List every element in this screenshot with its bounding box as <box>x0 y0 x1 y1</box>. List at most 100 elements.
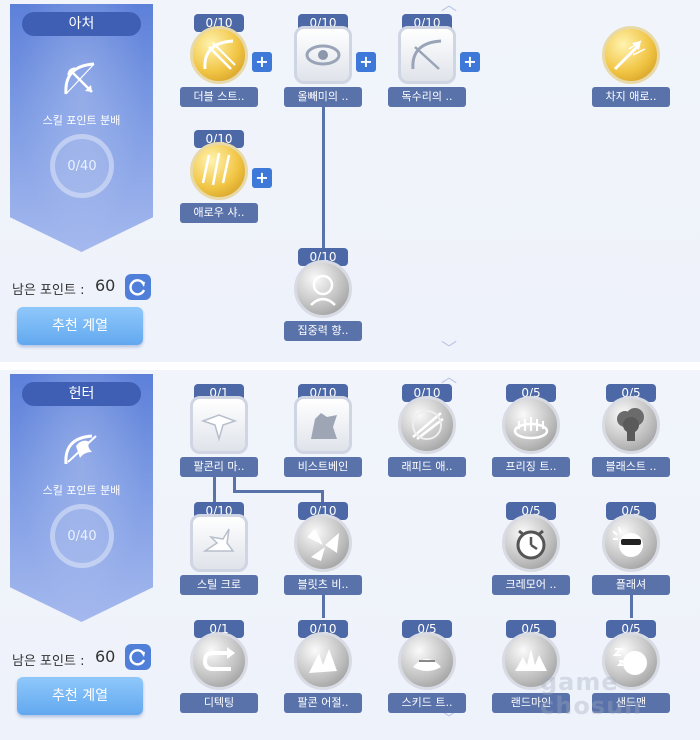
skill-concentration[interactable]: 0/10 집중력 향.. <box>278 248 368 348</box>
skill-connector <box>630 582 633 618</box>
skill-connector <box>321 490 324 504</box>
job-title: 아처 <box>22 12 141 36</box>
skill-arrow-shower[interactable]: 0/10 애로우 샤.. + <box>174 130 272 230</box>
add-point-button[interactable]: + <box>252 168 272 188</box>
skill-connector <box>322 582 325 618</box>
skill-name: 블릿츠 비.. <box>284 575 362 595</box>
skill-name: 프리징 트.. <box>492 457 570 477</box>
skill-freezing-trap[interactable]: 0/5 프리징 트.. <box>486 384 576 484</box>
detecting-icon <box>190 632 248 690</box>
scroll-up-icon[interactable]: ︿ <box>440 370 457 386</box>
skill-charge-arrow[interactable]: 차지 애로.. <box>586 14 676 114</box>
skill-connector <box>233 464 236 492</box>
scroll-down-icon[interactable]: ﹀ <box>440 709 457 728</box>
flasher-icon <box>602 514 660 572</box>
skill-eagle-eye[interactable]: 0/10 독수리의 .. + <box>382 14 480 114</box>
falcon-assault-icon <box>294 632 352 690</box>
falconry-icon <box>190 396 248 454</box>
skill-skid-trap[interactable]: 0/5 스키드 트.. <box>382 620 472 720</box>
beast-bane-icon <box>294 396 352 454</box>
skill-name: 더블 스트.. <box>180 87 258 107</box>
points-ring: 0/40 <box>50 504 114 568</box>
skill-rapid-arrow[interactable]: 0/10 래피드 애.. <box>382 384 472 484</box>
steel-crow-icon <box>190 514 248 572</box>
refresh-icon <box>129 649 146 666</box>
add-point-button[interactable]: + <box>356 52 376 72</box>
blitz-beat-icon <box>294 514 352 572</box>
skill-connector <box>233 490 323 493</box>
skill-name: 랜드마인 <box>492 693 570 713</box>
job-title: 헌터 <box>22 382 141 406</box>
sandman-icon <box>602 632 660 690</box>
panel-divider <box>0 362 700 370</box>
skill-sandman[interactable]: 0/5 샌드맨 <box>586 620 676 720</box>
skill-claymore[interactable]: 0/5 크레모어 .. <box>486 502 576 602</box>
points-used: 0/40 <box>67 159 97 174</box>
points-ring: 0/40 <box>50 134 114 198</box>
skill-falcon-assault[interactable]: 0/10 팔콘 어절.. <box>278 620 368 720</box>
add-point-button[interactable]: + <box>252 52 272 72</box>
skill-land-mine[interactable]: 0/5 랜드마인 <box>486 620 576 720</box>
arrow-shower-icon <box>190 142 248 200</box>
watermark: game chosun <box>540 668 643 720</box>
refresh-icon <box>129 279 146 296</box>
archer-panel: ︿ ﹀ 아처 스킬 포인트 분배 0/40 남은 포인트 : 60 추천 계열 <box>0 0 700 362</box>
skill-name: 스틸 크로 <box>180 575 258 595</box>
skill-owl-eye[interactable]: 0/10 올빼미의 .. + <box>278 14 376 114</box>
skill-steel-crow[interactable]: 0/10 스틸 크로 <box>174 502 264 602</box>
reset-button[interactable] <box>125 644 151 670</box>
skill-connector <box>322 100 325 256</box>
remaining-points-value: 60 <box>95 647 116 666</box>
distribution-label: 스킬 포인트 분배 <box>42 484 121 497</box>
bow-icon <box>56 54 106 104</box>
skill-flasher[interactable]: 0/5 플래셔 <box>586 502 676 602</box>
eagle-eye-icon <box>398 26 456 84</box>
skill-name: 크레모어 .. <box>492 575 570 595</box>
rapid-arrow-icon <box>398 396 456 454</box>
blast-mine-icon <box>602 396 660 454</box>
skill-name: 샌드맨 <box>592 693 670 713</box>
scroll-down-icon[interactable]: ﹀ <box>440 339 457 358</box>
skid-trap-icon <box>398 632 456 690</box>
skill-double-strafe[interactable]: 0/10 더블 스트.. + <box>174 14 272 114</box>
skill-blast-mine[interactable]: 0/5 블래스트 .. <box>586 384 676 484</box>
hunter-banner: 헌터 스킬 포인트 분배 0/40 <box>10 374 153 622</box>
add-point-button[interactable]: + <box>460 52 480 72</box>
scroll-up-icon[interactable]: ︿ <box>440 0 457 14</box>
archer-banner: 아처 스킬 포인트 분배 0/40 <box>10 4 153 252</box>
skill-name: 올빼미의 .. <box>284 87 362 107</box>
skill-name: 팔콘리 마.. <box>180 457 258 477</box>
skill-beast-bane[interactable]: 0/10 비스트베인 <box>278 384 368 484</box>
owl-eye-icon <box>294 26 352 84</box>
skill-detecting[interactable]: 0/1 디텍팅 <box>174 620 264 720</box>
skill-name: 차지 애로.. <box>592 87 670 107</box>
charge-arrow-icon <box>602 26 660 84</box>
claymore-icon <box>502 514 560 572</box>
recommend-tree-button[interactable]: 추천 계열 <box>17 677 143 715</box>
skill-name: 플래셔 <box>592 575 670 595</box>
double-strafe-icon <box>190 26 248 84</box>
points-used: 0/40 <box>67 529 97 544</box>
skill-falconry[interactable]: 0/1 팔콘리 마.. <box>174 384 264 484</box>
skill-name: 디텍팅 <box>180 693 258 713</box>
skill-blitz-beat[interactable]: 0/10 블릿츠 비.. <box>278 502 368 602</box>
land-mine-icon <box>502 632 560 690</box>
hunter-panel: ︿ ﹀ 헌터 스킬 포인트 분배 0/40 남은 포인트 : 60 추천 계열 <box>0 370 700 740</box>
concentration-icon <box>294 260 352 318</box>
reset-button[interactable] <box>125 274 151 300</box>
distribution-label: 스킬 포인트 분배 <box>42 114 121 127</box>
remaining-points-value: 60 <box>95 276 116 295</box>
skill-name: 스키드 트.. <box>388 693 466 713</box>
skill-name: 팔콘 어절.. <box>284 693 362 713</box>
falcon-bow-icon <box>56 424 106 474</box>
skill-name: 집중력 향.. <box>284 321 362 341</box>
skill-name: 래피드 애.. <box>388 457 466 477</box>
skill-name: 비스트베인 <box>284 457 362 477</box>
skill-name: 독수리의 .. <box>388 87 466 107</box>
skill-name: 애로우 샤.. <box>180 203 258 223</box>
recommend-tree-button[interactable]: 추천 계열 <box>17 307 143 345</box>
freezing-trap-icon <box>502 396 560 454</box>
remaining-points-label: 남은 포인트 : <box>12 654 85 669</box>
skill-connector <box>213 464 216 504</box>
remaining-points-label: 남은 포인트 : <box>12 283 85 298</box>
